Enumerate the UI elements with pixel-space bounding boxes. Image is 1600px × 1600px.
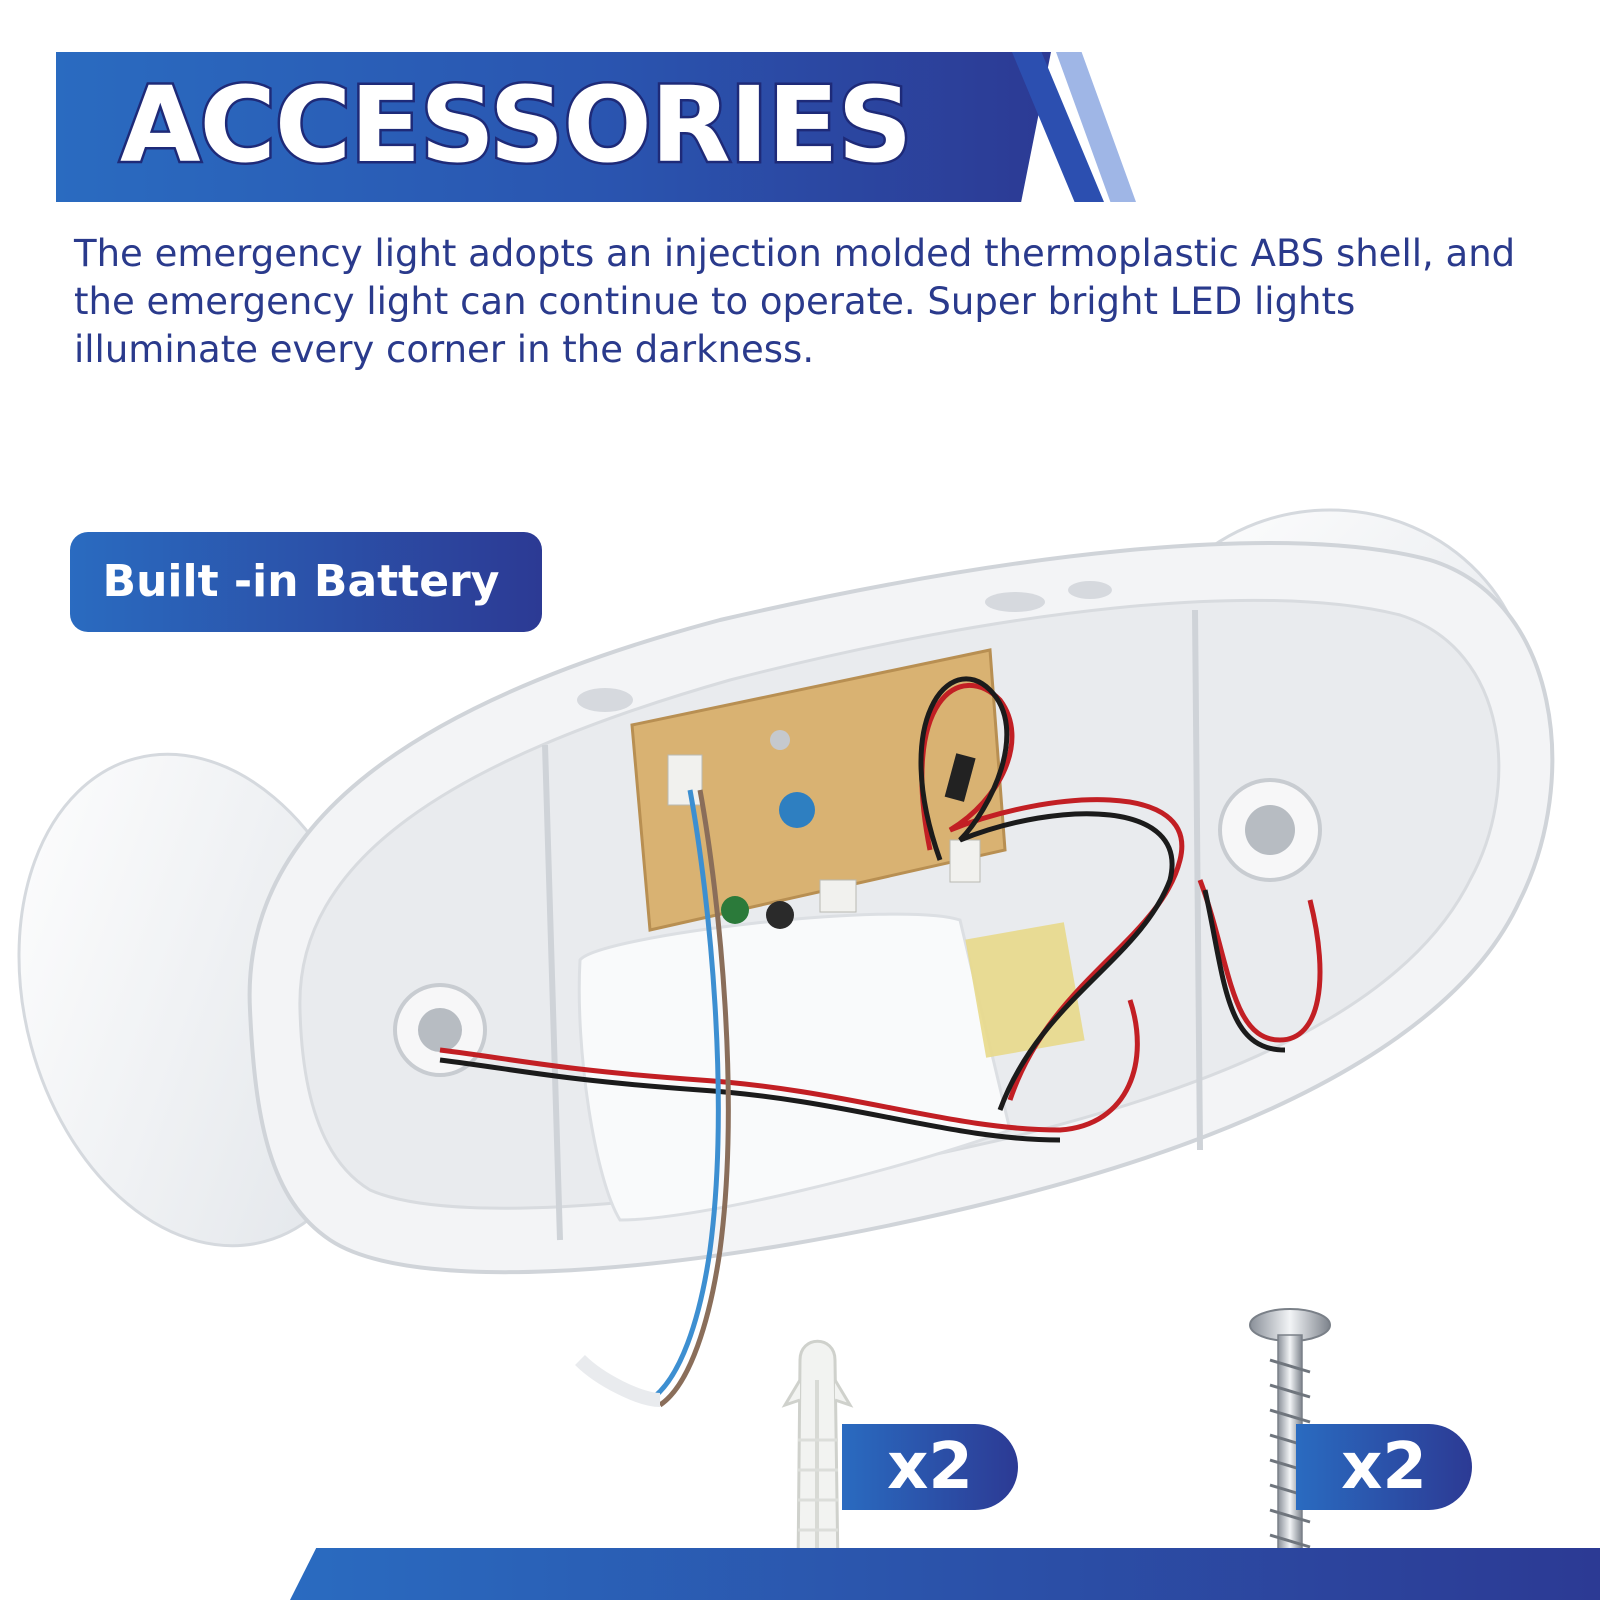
lamp-socket-right [1218,778,1322,882]
circuit-board [630,648,1007,932]
product-description: The emergency light adopts an injection … [74,232,1516,371]
wall-anchor-icon [781,1339,854,1583]
anchor-quantity-badge: x2 [842,1424,1018,1510]
wiring [439,676,1323,1408]
title-banner [56,52,1051,202]
page-title: ACCESSORIES [117,62,914,189]
bottom-accent-bar [290,1548,1600,1600]
screw-quantity-badge: x2 [1296,1424,1472,1510]
built-in-battery-callout: Built -in Battery [70,532,542,632]
battery-pack [577,912,1085,1222]
